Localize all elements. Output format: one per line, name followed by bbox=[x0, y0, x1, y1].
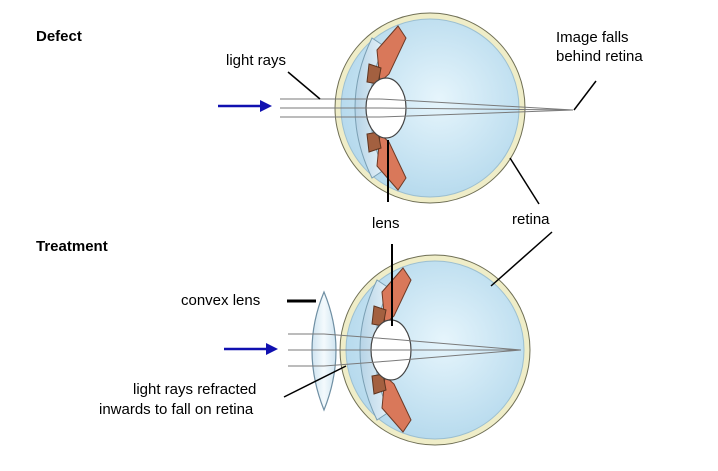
defect-heading: Defect bbox=[36, 28, 82, 45]
defect-light-rays bbox=[280, 98, 574, 118]
refracted-label-line1: light rays refracted bbox=[133, 381, 256, 398]
refracted-leader bbox=[283, 365, 347, 398]
image-falls-label-line1: Image falls bbox=[556, 29, 629, 46]
defect-retina-leader bbox=[509, 157, 540, 205]
retina-label: retina bbox=[512, 211, 550, 228]
lens-label: lens bbox=[372, 215, 400, 232]
convex-lens bbox=[311, 290, 337, 412]
refracted-label-line2: inwards to fall on retina bbox=[99, 401, 254, 418]
treatment-retina-leader bbox=[490, 231, 553, 287]
light-rays-label: light rays bbox=[226, 52, 286, 69]
treatment-light-rays bbox=[288, 333, 522, 367]
defect-arrow-icon bbox=[218, 100, 272, 112]
image-falls-leader bbox=[573, 80, 597, 111]
light-rays-leader bbox=[287, 71, 321, 100]
convex-lens-label: convex lens bbox=[181, 292, 260, 309]
treatment-heading: Treatment bbox=[36, 238, 108, 255]
image-falls-label-line2: behind retina bbox=[556, 48, 643, 65]
treatment-arrow-icon bbox=[224, 343, 278, 355]
